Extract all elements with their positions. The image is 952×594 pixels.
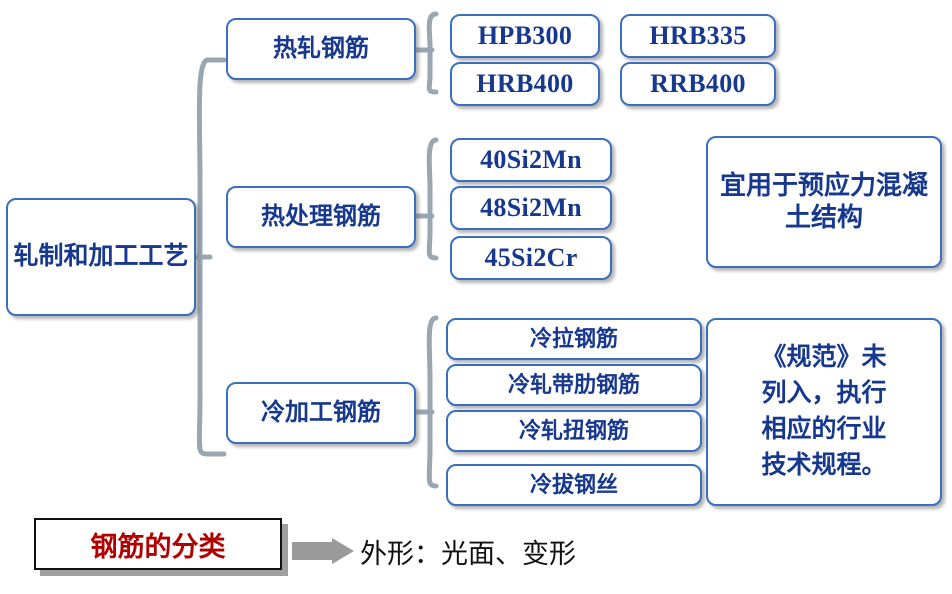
category-heat-treated-label: 热处理钢筋 — [261, 204, 381, 230]
note-spec-line-2: 列入，执行 — [761, 379, 887, 407]
category-heat-treated[interactable]: 热处理钢筋 — [226, 186, 416, 248]
note-prestressed-label: 宜用于预应力混凝土结构 — [719, 170, 928, 233]
category-cold-worked[interactable]: 冷加工钢筋 — [226, 382, 416, 444]
grade-hrb400[interactable]: HRB400 — [450, 62, 600, 106]
note-spec[interactable]: 《规范》未 列入，执行 相应的行业 技术规程。 — [706, 318, 942, 506]
grade-hrb400-label: HRB400 — [476, 68, 574, 98]
root-node-label: 轧制和加工工艺 — [13, 243, 189, 271]
note-spec-line-4: 技术规程。 — [761, 452, 887, 480]
grade-40si2mn[interactable]: 40Si2Mn — [450, 138, 612, 182]
grade-hpb300[interactable]: HPB300 — [450, 14, 600, 58]
item-cold-drawn-wire[interactable]: 冷拔钢丝 — [446, 464, 702, 506]
item-cold-rolled-ribbed-label: 冷轧带肋钢筋 — [507, 372, 640, 398]
item-cold-drawn-wire-label: 冷拔钢丝 — [529, 472, 618, 498]
item-cold-rolled-twisted-label: 冷轧扭钢筋 — [518, 418, 629, 444]
title-box-label: 钢筋的分类 — [90, 531, 226, 562]
grade-40si2mn-label: 40Si2Mn — [480, 144, 582, 174]
note-prestressed[interactable]: 宜用于预应力混凝土结构 — [706, 136, 942, 268]
note-spec-line-1: 《规范》未 — [761, 343, 887, 371]
grade-hrb335[interactable]: HRB335 — [620, 14, 776, 58]
arrow-icon — [292, 538, 354, 564]
note-spec-text: 《规范》未 列入，执行 相应的行业 技术规程。 — [747, 340, 900, 485]
grade-hpb300-label: HPB300 — [477, 20, 573, 50]
item-cold-rolled-twisted[interactable]: 冷轧扭钢筋 — [446, 410, 702, 452]
item-cold-drawn-bar[interactable]: 冷拉钢筋 — [446, 318, 702, 360]
grade-45si2cr-label: 45Si2Cr — [484, 242, 578, 272]
shape-caption: 外形：光面、变形 — [360, 539, 576, 569]
category-hot-rolled-label: 热轧钢筋 — [273, 36, 369, 62]
grade-48si2mn-label: 48Si2Mn — [480, 192, 582, 222]
grade-rrb400-label: RRB400 — [650, 68, 746, 98]
category-cold-worked-label: 冷加工钢筋 — [261, 400, 381, 426]
category-hot-rolled[interactable]: 热轧钢筋 — [226, 18, 416, 80]
note-spec-line-3: 相应的行业 — [761, 416, 887, 443]
root-node[interactable]: 轧制和加工工艺 — [6, 198, 196, 316]
grade-48si2mn[interactable]: 48Si2Mn — [450, 186, 612, 230]
title-box[interactable]: 钢筋的分类 — [34, 518, 282, 570]
item-cold-drawn-bar-label: 冷拉钢筋 — [529, 326, 618, 352]
grade-45si2cr[interactable]: 45Si2Cr — [450, 236, 612, 280]
grade-rrb400[interactable]: RRB400 — [620, 62, 776, 106]
grade-hrb335-label: HRB335 — [649, 20, 747, 50]
item-cold-rolled-ribbed[interactable]: 冷轧带肋钢筋 — [446, 364, 702, 406]
